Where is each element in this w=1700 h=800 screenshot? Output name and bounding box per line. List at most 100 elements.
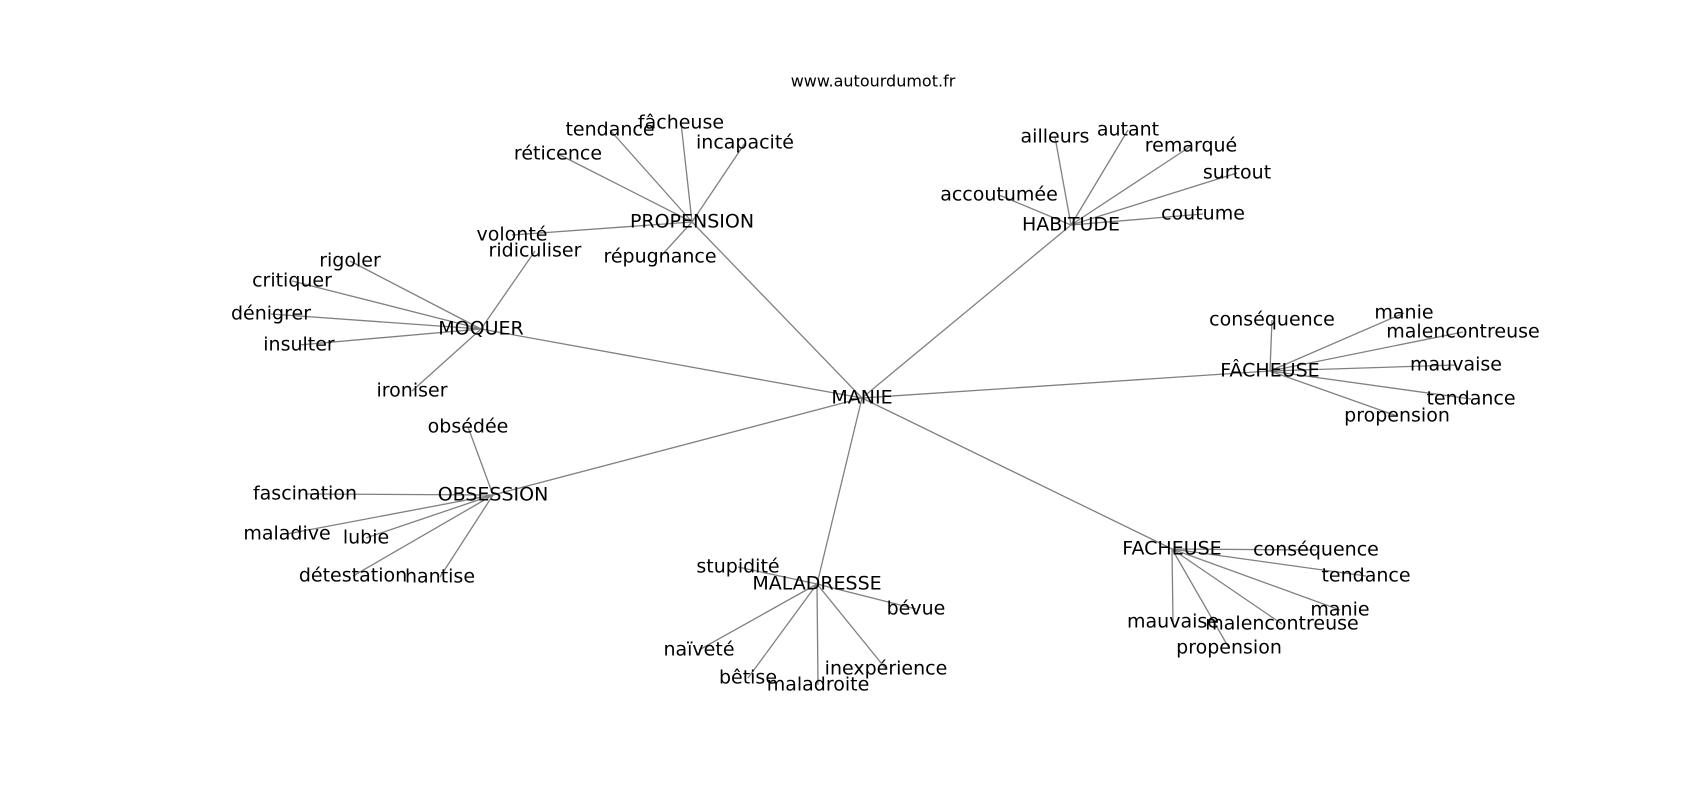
- graph-edges: [270, 122, 1472, 686]
- node-moq_ironiser: ironiser: [376, 380, 447, 402]
- node-prop_volonte: volonté: [477, 224, 548, 246]
- edge-facheuse-f_propension: [1171, 548, 1230, 649]
- node-habitude: HABITUDE: [1022, 214, 1120, 236]
- site-url: www.autourdumot.fr: [791, 72, 956, 91]
- edge-habitude-hab_autant: [1070, 129, 1129, 226]
- node-fa_consequence: conséquence: [1209, 309, 1335, 331]
- node-hab_surtout: surtout: [1203, 162, 1271, 184]
- edge-habitude-hab_accoutumee: [998, 194, 1072, 226]
- edge-manie-facheuse_accent: [861, 370, 1271, 399]
- node-mal_maladroite: maladroite: [767, 674, 870, 696]
- edge-facheuse-f_consequence: [1171, 548, 1317, 551]
- edge-propension-prop_repugnance: [659, 221, 693, 258]
- edge-maladresse-mal_maladroite: [816, 583, 819, 686]
- edge-facheuse_accent-fa_malencontreuse: [1269, 331, 1464, 372]
- edge-propension-prop_volonte: [511, 221, 693, 236]
- node-moq_denigrer: dénigrer: [231, 303, 311, 325]
- node-prop_repugnance: répugnance: [603, 246, 716, 268]
- node-mal_inexperience: inexpérience: [825, 658, 948, 680]
- edge-obsession-obs_hantise: [439, 494, 494, 578]
- edge-habitude-hab_surtout: [1070, 172, 1238, 226]
- node-prop_reticence: réticence: [514, 143, 602, 165]
- node-facheuse_accent: FÂCHEUSE: [1220, 359, 1319, 382]
- node-manie: MANIE: [831, 387, 892, 409]
- node-fa_manie: manie: [1374, 302, 1433, 324]
- edge-maladresse-mal_inexperience: [816, 583, 887, 670]
- edge-facheuse_accent-fa_manie: [1269, 312, 1405, 372]
- node-f_malencontreuse: malencontreuse: [1205, 613, 1358, 635]
- node-f_propension: propension: [1176, 637, 1282, 659]
- edge-obsession-obs_fascination: [304, 493, 494, 496]
- edge-manie-obsession: [492, 397, 863, 496]
- node-obsession: OBSESSION: [438, 484, 549, 506]
- node-fa_tendance: tendance: [1426, 388, 1515, 410]
- edge-moquer-moq_rigoler: [349, 260, 482, 330]
- node-moq_ridiculiser: ridiculiser: [489, 240, 582, 262]
- edge-obsession-obs_detestation: [352, 494, 494, 577]
- edge-habitude-hab_ailleurs: [1054, 136, 1072, 226]
- node-moq_insulter: insulter: [263, 334, 335, 356]
- node-f_tendance: tendance: [1321, 565, 1410, 587]
- node-mal_stupidite: stupidité: [696, 556, 779, 578]
- node-hab_coutume: coutume: [1161, 203, 1245, 225]
- node-f_mauvaise: mauvaise: [1127, 611, 1219, 633]
- edge-moquer-moq_insulter: [298, 328, 482, 346]
- edge-moquer-moq_critiquer: [291, 280, 482, 330]
- edge-maladresse-mal_stupidite: [737, 566, 818, 585]
- node-prop_fachuse: fâcheuse: [638, 112, 724, 134]
- edge-facheuse-f_mauvaise: [1171, 548, 1174, 623]
- edge-propension-prop_fachuse: [680, 122, 693, 223]
- node-prop_incapacite: incapacité: [696, 132, 794, 154]
- node-obs_fascination: fascination: [253, 483, 357, 505]
- edge-obsession-obs_lubie: [365, 494, 494, 539]
- node-obs_hantise: hantise: [405, 566, 475, 588]
- node-propension: PROPENSION: [630, 211, 754, 233]
- edge-facheuse-f_tendance: [1171, 548, 1367, 577]
- edge-facheuse-f_manie: [1171, 548, 1341, 611]
- node-facheuse: FACHEUSE: [1122, 538, 1221, 560]
- node-hab_autant: autant: [1097, 119, 1159, 141]
- edge-propension-prop_tendance: [609, 129, 693, 223]
- edge-manie-moquer: [480, 328, 863, 399]
- edge-moquer-moq_ironiser: [411, 328, 482, 392]
- node-moquer: MOQUER: [438, 318, 523, 340]
- node-maladresse: MALADRESSE: [752, 573, 881, 595]
- node-fa_propension: propension: [1344, 405, 1450, 427]
- node-mal_betise: bêtise: [719, 667, 777, 689]
- node-obs_lubie: lubie: [343, 527, 389, 549]
- node-moq_rigoler: rigoler: [319, 250, 381, 272]
- edge-facheuse-f_malencontreuse: [1171, 548, 1283, 625]
- edge-moquer-moq_ridiculiser: [480, 250, 536, 330]
- edge-manie-propension: [691, 221, 863, 399]
- edge-manie-facheuse: [861, 397, 1173, 550]
- node-fa_malencontreuse: malencontreuse: [1386, 321, 1539, 343]
- edge-obsession-obs_obsedee: [467, 426, 494, 496]
- edge-facheuse_accent-fa_consequence: [1269, 319, 1273, 372]
- node-f_manie: manie: [1310, 599, 1369, 621]
- edge-propension-prop_reticence: [557, 153, 693, 223]
- node-obs_obsedee: obsédée: [428, 416, 509, 438]
- graph-labels: MANIE PROPENSION HABITUDE MOQUER FÂCHEUSE OBS…: [231, 112, 1540, 696]
- edge-manie-habitude: [861, 224, 1072, 399]
- edge-maladresse-mal_betise: [747, 583, 818, 679]
- edge-facheuse_accent-fa_mauvaise: [1269, 364, 1457, 372]
- node-hab_ailleurs: ailleurs: [1021, 126, 1090, 148]
- node-mal_bevue: bévue: [887, 598, 946, 620]
- node-f_consequence: conséquence: [1253, 539, 1379, 561]
- node-moq_critiquer: critiquer: [252, 270, 332, 292]
- edge-maladresse-mal_naivete: [698, 583, 818, 651]
- node-hab_accoutumee: accoutumée: [940, 184, 1058, 206]
- edge-habitude-hab_coutume: [1070, 213, 1204, 226]
- node-fa_mauvaise: mauvaise: [1410, 354, 1502, 376]
- edge-obsession-obs_maladive: [286, 494, 494, 535]
- node-prop_tendance: tendance: [565, 119, 654, 141]
- edge-manie-maladresse: [816, 397, 863, 585]
- edge-moquer-moq_denigrer: [270, 313, 482, 330]
- edge-facheuse_accent-fa_tendance: [1269, 370, 1472, 400]
- node-obs_maladive: maladive: [243, 523, 330, 545]
- edge-habitude-hab_remarque: [1070, 145, 1192, 226]
- node-obs_detestation: détestation: [299, 565, 407, 587]
- node-hab_remarque: remarqué: [1145, 135, 1238, 157]
- node-mal_naivete: naïveté: [663, 639, 734, 661]
